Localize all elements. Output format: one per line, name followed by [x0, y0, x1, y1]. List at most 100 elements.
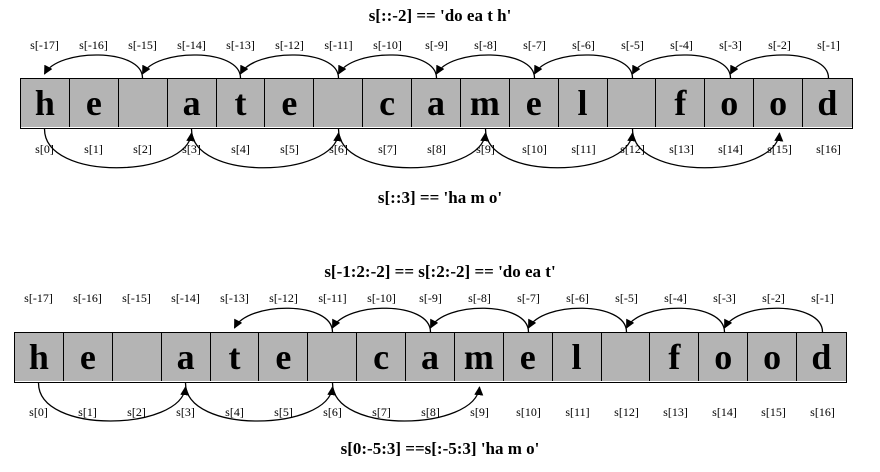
string-cell: e: [509, 79, 559, 127]
positive-index-label: s[11]: [571, 142, 596, 156]
positive-index-label: s[1]: [84, 142, 103, 156]
string-cell: l: [558, 79, 608, 127]
positive-index-label: s[3]: [182, 142, 201, 156]
positive-index-label: s[13]: [663, 405, 688, 419]
positive-index-label: s[8]: [421, 405, 440, 419]
positive-index-label: s[8]: [427, 142, 446, 156]
string-cell: l: [552, 333, 602, 381]
negative-index-label: s[-16]: [73, 291, 102, 305]
negative-index-label: s[-17]: [30, 38, 59, 52]
diagram1-title: s[::-2] == 'do ea t h': [368, 6, 512, 25]
string-cell: m: [454, 333, 504, 381]
string-cell: a: [412, 79, 461, 127]
reverse-step-arrow: [239, 54, 340, 79]
positive-index-label: s[7]: [378, 142, 397, 156]
negative-index-label: s[-7]: [523, 38, 546, 52]
diagram2-title: s[-1:2:-2] == s[:2:-2] == 'do ea t': [324, 262, 556, 281]
positive-index-label: s[6]: [329, 142, 348, 156]
string-cell: t: [216, 79, 266, 127]
reverse-step-arrow: [527, 307, 628, 333]
negative-index-label: s[-6]: [566, 291, 589, 305]
string-cell: [607, 79, 657, 127]
negative-index-label: s[-5]: [621, 38, 644, 52]
positive-index-label: s[10]: [522, 142, 547, 156]
string-cell: f: [650, 333, 700, 381]
negative-index-label: s[-2]: [762, 291, 785, 305]
negative-index-label: s[-12]: [269, 291, 298, 305]
positive-index-label: s[0]: [35, 142, 54, 156]
negative-index-label: s[-3]: [719, 38, 742, 52]
reverse-step-arrow: [43, 54, 144, 79]
string-cell: a: [167, 79, 217, 127]
positive-index-label: s[6]: [323, 405, 342, 419]
negative-index-label: s[-10]: [367, 291, 396, 305]
positive-index-label: s[16]: [810, 405, 835, 419]
string-cell: o: [705, 79, 755, 127]
reverse-step-arrow: [331, 307, 432, 333]
negative-index-label: s[-15]: [128, 38, 157, 52]
reverse-step-arrow: [533, 54, 634, 79]
string-cell: o: [699, 333, 749, 381]
reverse-step-arrow: [723, 307, 824, 333]
negative-index-label: s[-6]: [572, 38, 595, 52]
positive-index-label: s[0]: [29, 405, 48, 419]
positive-index-label: s[4]: [225, 405, 244, 419]
string-cell: d: [797, 333, 846, 381]
string-cell: h: [21, 79, 70, 127]
negative-index-label: s[-4]: [670, 38, 693, 52]
reverse-step-arrow: [337, 54, 438, 79]
positive-index-label: s[10]: [516, 405, 541, 419]
negative-index-label: s[-14]: [171, 291, 200, 305]
string-cell: [118, 79, 168, 127]
negative-index-label: s[-16]: [79, 38, 108, 52]
string-cell: m: [460, 79, 510, 127]
negative-index-label: s[-13]: [226, 38, 255, 52]
positive-index-label: s[11]: [565, 405, 590, 419]
negative-index-label: s[-9]: [425, 38, 448, 52]
string-cell: a: [406, 333, 455, 381]
negative-index-label: s[-1]: [811, 291, 834, 305]
reverse-step-arrow: [429, 307, 530, 333]
negative-index-label: s[-17]: [24, 291, 53, 305]
string-cell: e: [259, 333, 309, 381]
positive-index-label: s[5]: [274, 405, 293, 419]
negative-index-label: s[-2]: [768, 38, 791, 52]
string-cell: [112, 333, 162, 381]
string-cell: a: [161, 333, 211, 381]
string-cell: [308, 333, 358, 381]
positive-index-label: s[5]: [280, 142, 299, 156]
positive-index-label: s[12]: [620, 142, 645, 156]
negative-index-label: s[-9]: [419, 291, 442, 305]
positive-index-label: s[9]: [476, 142, 495, 156]
string-cell: o: [754, 79, 803, 127]
positive-index-label: s[15]: [761, 405, 786, 419]
string-cell: h: [15, 333, 64, 381]
positive-index-label: s[16]: [816, 142, 841, 156]
positive-index-label: s[1]: [78, 405, 97, 419]
string-cell: c: [363, 79, 412, 127]
reverse-step-arrow: [141, 54, 242, 79]
string-cell: e: [265, 79, 315, 127]
reverse-step-arrow: [435, 54, 536, 79]
reverse-step-arrow: [729, 54, 830, 79]
negative-index-label: s[-12]: [275, 38, 304, 52]
positive-index-label: s[2]: [127, 405, 146, 419]
positive-index-label: s[9]: [470, 405, 489, 419]
string-cell: [601, 333, 651, 381]
positive-index-label: s[12]: [614, 405, 639, 419]
positive-index-label: s[2]: [133, 142, 152, 156]
negative-index-label: s[-7]: [517, 291, 540, 305]
positive-index-label: s[4]: [231, 142, 250, 156]
negative-index-label: s[-14]: [177, 38, 206, 52]
negative-index-label: s[-11]: [318, 291, 347, 305]
string-cell: e: [69, 79, 119, 127]
string-cell: t: [210, 333, 260, 381]
negative-index-label: s[-1]: [817, 38, 840, 52]
positive-index-label: s[7]: [372, 405, 391, 419]
negative-index-label: s[-5]: [615, 291, 638, 305]
positive-index-label: s[14]: [712, 405, 737, 419]
positive-index-label: s[14]: [718, 142, 743, 156]
positive-index-label: s[3]: [176, 405, 195, 419]
reverse-step-arrow: [631, 54, 732, 79]
